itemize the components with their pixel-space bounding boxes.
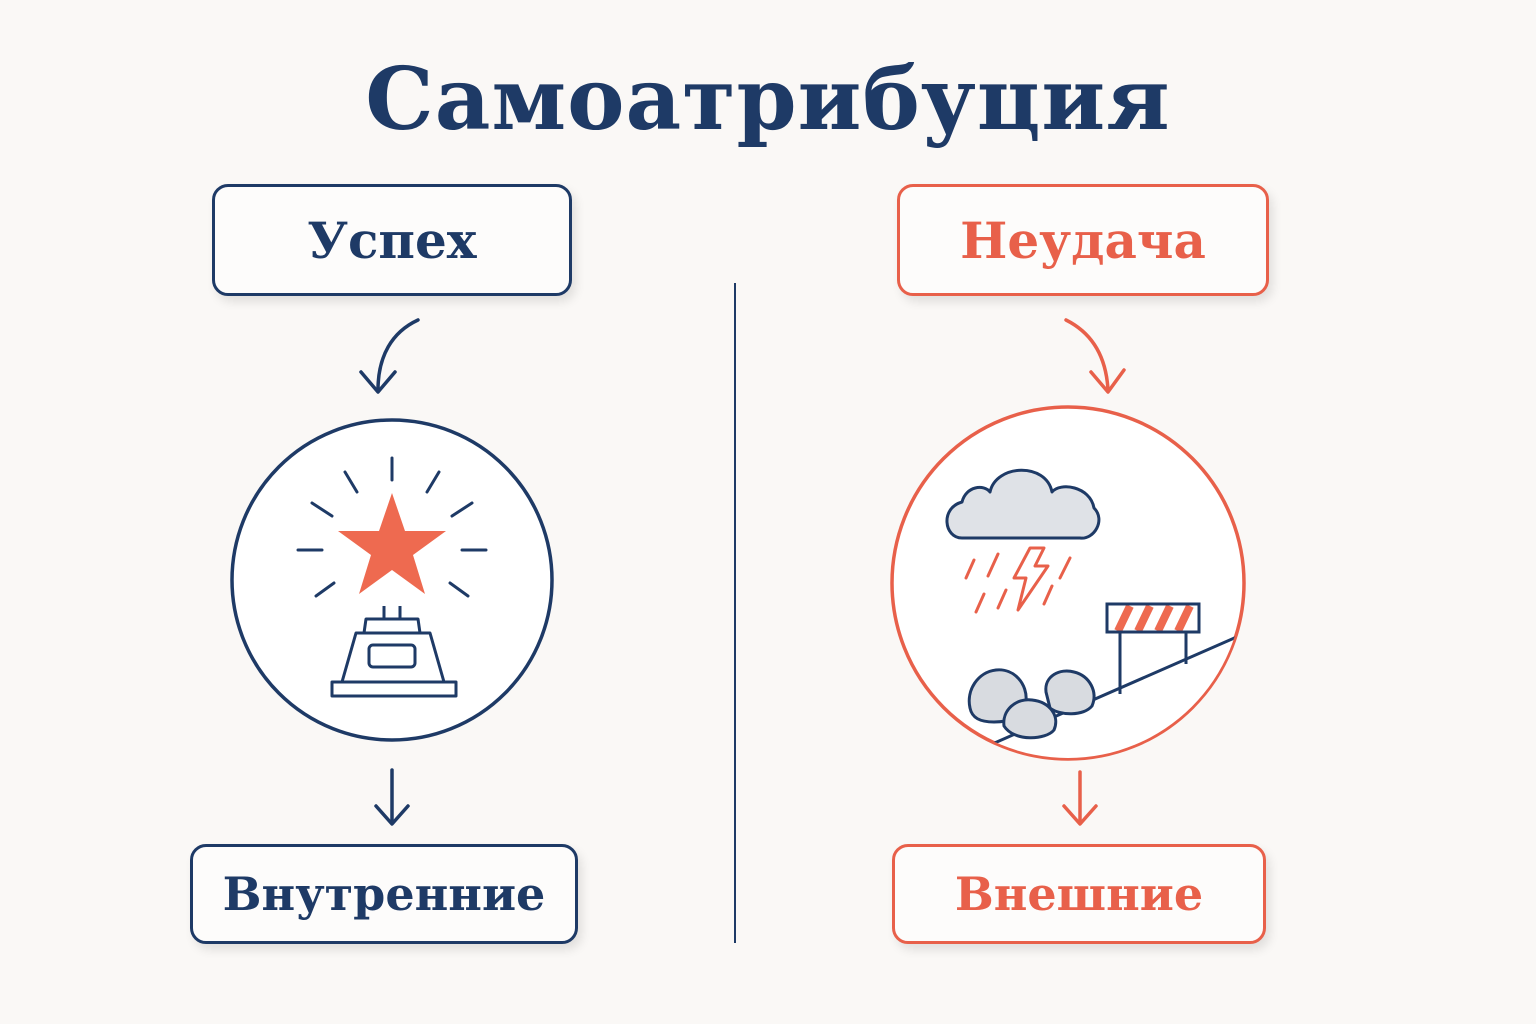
storm-obstacle-icon bbox=[890, 405, 1246, 761]
internal-label: Внутренние bbox=[222, 867, 546, 921]
star-trophy-icon bbox=[230, 418, 554, 742]
center-divider bbox=[734, 283, 736, 943]
failure-arrow bbox=[1064, 318, 1126, 394]
diagram-title: Самоатрибуция bbox=[365, 49, 1171, 150]
success-label: Успех bbox=[307, 210, 477, 270]
success-box: Успех bbox=[212, 184, 572, 296]
failure-label: Неудача bbox=[960, 210, 1206, 270]
internal-box: Внутренние bbox=[190, 844, 578, 944]
external-arrow bbox=[1062, 770, 1098, 826]
external-label: Внешние bbox=[954, 867, 1204, 921]
failure-box: Неудача bbox=[897, 184, 1269, 296]
success-arrow bbox=[359, 318, 420, 394]
internal-arrow bbox=[374, 768, 410, 826]
external-box: Внешние bbox=[892, 844, 1266, 944]
